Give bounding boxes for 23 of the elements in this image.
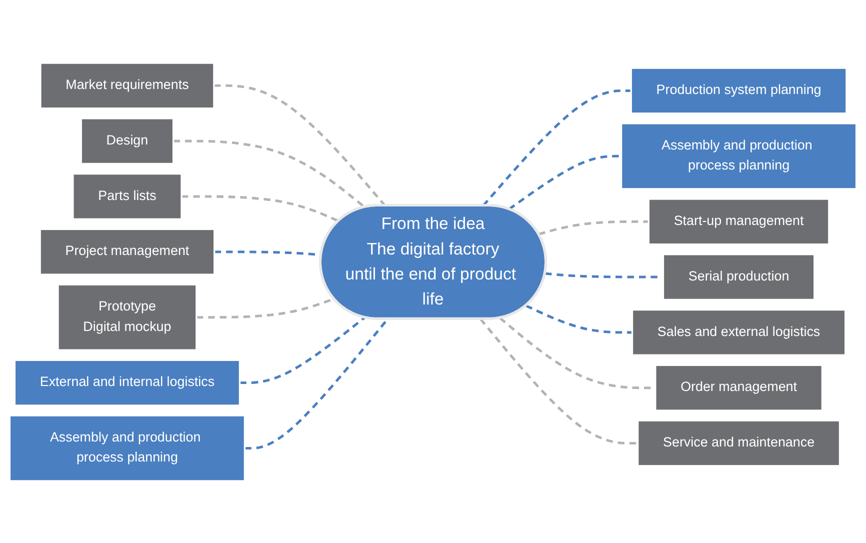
connector <box>508 154 622 210</box>
node-box: Market requirements <box>40 62 215 109</box>
connector <box>182 194 340 222</box>
node-box: Assembly and production process planning <box>8 414 246 482</box>
node-box: Order management <box>654 364 824 411</box>
connector <box>214 84 386 206</box>
node-box: Production system planning <box>630 66 848 114</box>
connector <box>482 88 632 206</box>
node-box: Service and maintenance <box>637 419 841 466</box>
node-box: Start-up management <box>648 198 830 245</box>
node-box: Design <box>80 117 174 164</box>
node-box: Sales and external logistics <box>631 308 846 356</box>
node-box: Assembly and production process planning <box>620 122 858 190</box>
connector <box>240 316 366 384</box>
connector <box>538 220 649 235</box>
node-box: Serial production <box>662 253 816 300</box>
connector <box>525 304 632 334</box>
node-box: Parts lists <box>72 172 182 220</box>
node-box: External and internal logistics <box>14 358 241 406</box>
node-box: Prototype Digital mockup <box>57 283 198 350</box>
connector <box>479 318 638 444</box>
node-box: Project management <box>39 228 216 275</box>
connector <box>173 139 366 208</box>
